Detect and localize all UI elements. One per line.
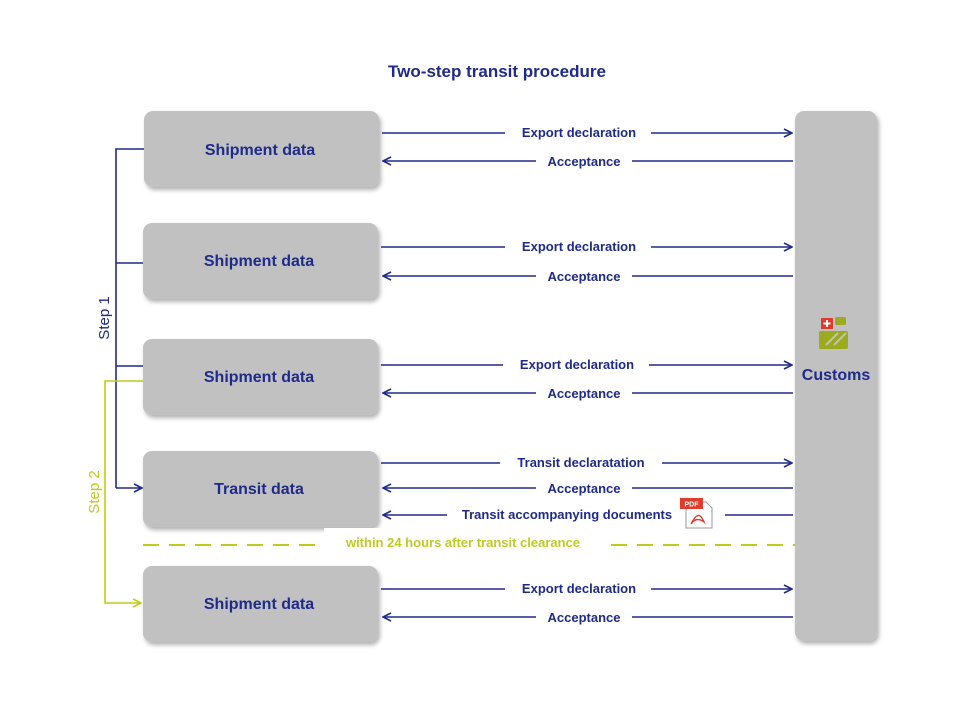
shipment-data-box-3 [143,339,378,415]
acceptance-label-1: Acceptance [548,154,621,169]
export-label-2: Export declaration [522,239,636,254]
shipment-data-box-1 [144,111,379,187]
deadline-label: within 24 hours after transit clearance [345,535,580,550]
customs-box [795,111,877,641]
pdf-file-icon: PDF [680,498,713,529]
shipment-data-box-2 [143,223,378,299]
customs-officer-icon [819,317,848,349]
box-5-label: Shipment data [204,596,314,613]
transit-declaration-label: Transit declaratation [517,455,644,470]
step2-bracket [104,380,146,603]
box-4-label: Transit data [214,481,304,498]
box-2-label: Shipment data [204,253,314,270]
export-label-5: Export declaration [522,581,636,596]
customs-label: Customs [802,367,871,384]
export-label-3: Export declaration [520,357,634,372]
step1-bracket [115,148,146,488]
acceptance-label-4: Acceptance [548,481,621,496]
shipment-data-box-5 [143,566,378,642]
export-label-1: Export declaration [522,125,636,140]
step2-label: Step 2 [86,470,103,513]
transit-documents-label: Transit accompanying documents [462,507,672,522]
acceptance-label-2: Acceptance [548,269,621,284]
step1-label: Step 1 [96,296,113,339]
acceptance-label-5: Acceptance [548,610,621,625]
box-1-label: Shipment data [205,142,315,159]
page-title: Two-step transit procedure [388,62,606,81]
pdf-badge-label: PDF [685,502,700,509]
transit-data-box [143,451,378,527]
box-3-label: Shipment data [204,369,314,386]
acceptance-label-3: Acceptance [548,386,621,401]
